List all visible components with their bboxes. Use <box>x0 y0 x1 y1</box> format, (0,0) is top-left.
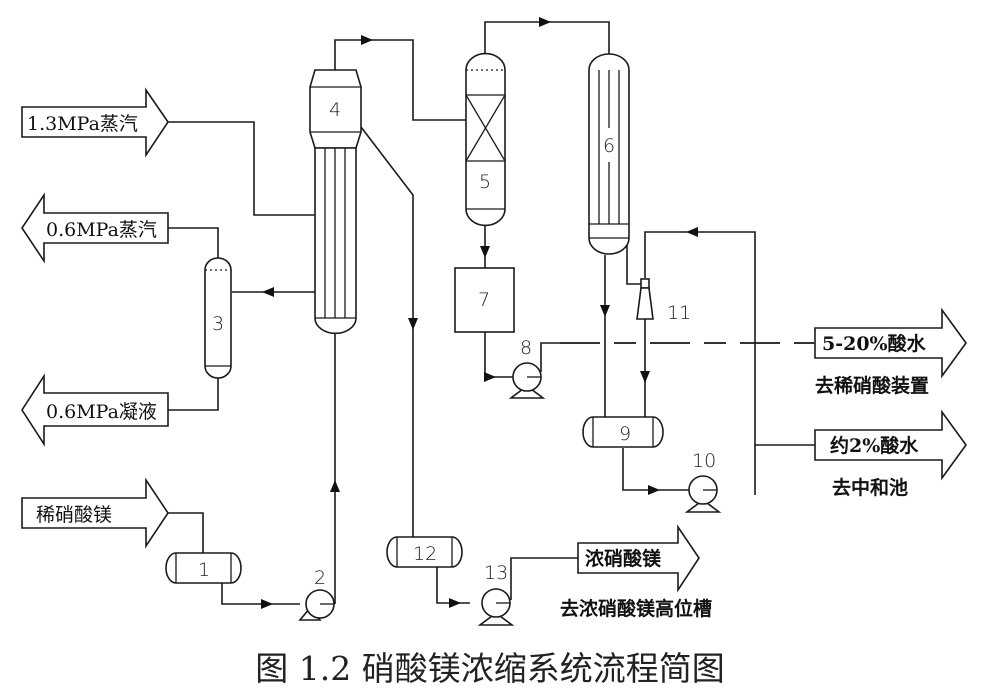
stream-acid-water-low: 约2%酸水 去中和池 <box>814 409 967 499</box>
equipment-11-label: 11 <box>667 302 691 324</box>
piping <box>168 21 815 605</box>
figure-caption: 图 1.2 硝酸镁浓缩系统流程简图 <box>255 649 724 688</box>
stream-steam-in: 1.3MPa蒸汽 <box>21 87 169 158</box>
equipment-4-evaporator: 4 <box>309 69 362 335</box>
stream-condensate-out-label: 0.6MPa凝液 <box>46 401 157 423</box>
equipment-12-tank: 12 <box>386 536 463 568</box>
stream-feed-in-label: 稀硝酸镁 <box>36 504 112 526</box>
equipment-9-tank: 9 <box>582 416 664 448</box>
equipment-1-feed-tank: 1 <box>165 552 242 584</box>
equipment-5-label: 5 <box>479 171 491 193</box>
stream-acid-water-high-label: 5-20%酸水 <box>822 332 927 355</box>
stream-steam-out: 0.6MPa蒸汽 <box>21 192 169 264</box>
stream-acid-water-low-label: 约2%酸水 <box>830 434 919 457</box>
equipment-2-label: 2 <box>314 567 326 589</box>
equipment-10-label: 10 <box>692 450 716 472</box>
flow-arrowheads <box>261 17 698 609</box>
equipment-13-label: 13 <box>484 562 508 584</box>
equipment-9-label: 9 <box>619 423 631 445</box>
stream-product-out-label: 浓硝酸镁 <box>585 547 661 570</box>
equipment-6-label: 6 <box>603 135 615 157</box>
equipment-7-tank: 7 <box>454 267 515 333</box>
stream-steam-out-label: 0.6MPa蒸汽 <box>46 219 157 241</box>
stream-condensate-out: 0.6MPa凝液 <box>21 373 169 447</box>
equipment-13-pump: 13 <box>477 562 515 626</box>
stream-product-out-note: 去浓硝酸镁高位槽 <box>560 597 712 620</box>
stream-acid-water-high-note: 去稀硝酸装置 <box>815 374 929 397</box>
equipment-8-label: 8 <box>520 337 532 359</box>
equipment-10-pump: 10 <box>684 450 722 513</box>
equipment-3-label: 3 <box>212 313 224 335</box>
equipment-3-separator: 3 <box>204 257 232 379</box>
equipment-4-label: 4 <box>329 99 341 121</box>
stream-acid-water-high: 5-20%酸水 去稀硝酸装置 <box>814 307 967 397</box>
stream-feed-in: 稀硝酸镁 <box>21 477 169 549</box>
stream-steam-in-label: 1.3MPa蒸汽 <box>27 113 138 135</box>
stream-product-out: 浓硝酸镁 去浓硝酸镁高位槽 <box>560 524 712 620</box>
equipment-2-pump: 2 <box>298 567 335 621</box>
equipment-1-label: 1 <box>198 559 210 581</box>
equipment-6-condenser: 6 <box>588 53 630 255</box>
equipment-11-ejector: 11 <box>636 278 691 324</box>
equipment-12-label: 12 <box>413 543 437 565</box>
stream-acid-water-low-note: 去中和池 <box>832 476 908 499</box>
equipment-8-pump: 8 <box>508 337 546 399</box>
equipment-5-packed-column: 5 <box>465 52 506 227</box>
equipment-7-label: 7 <box>478 289 490 311</box>
